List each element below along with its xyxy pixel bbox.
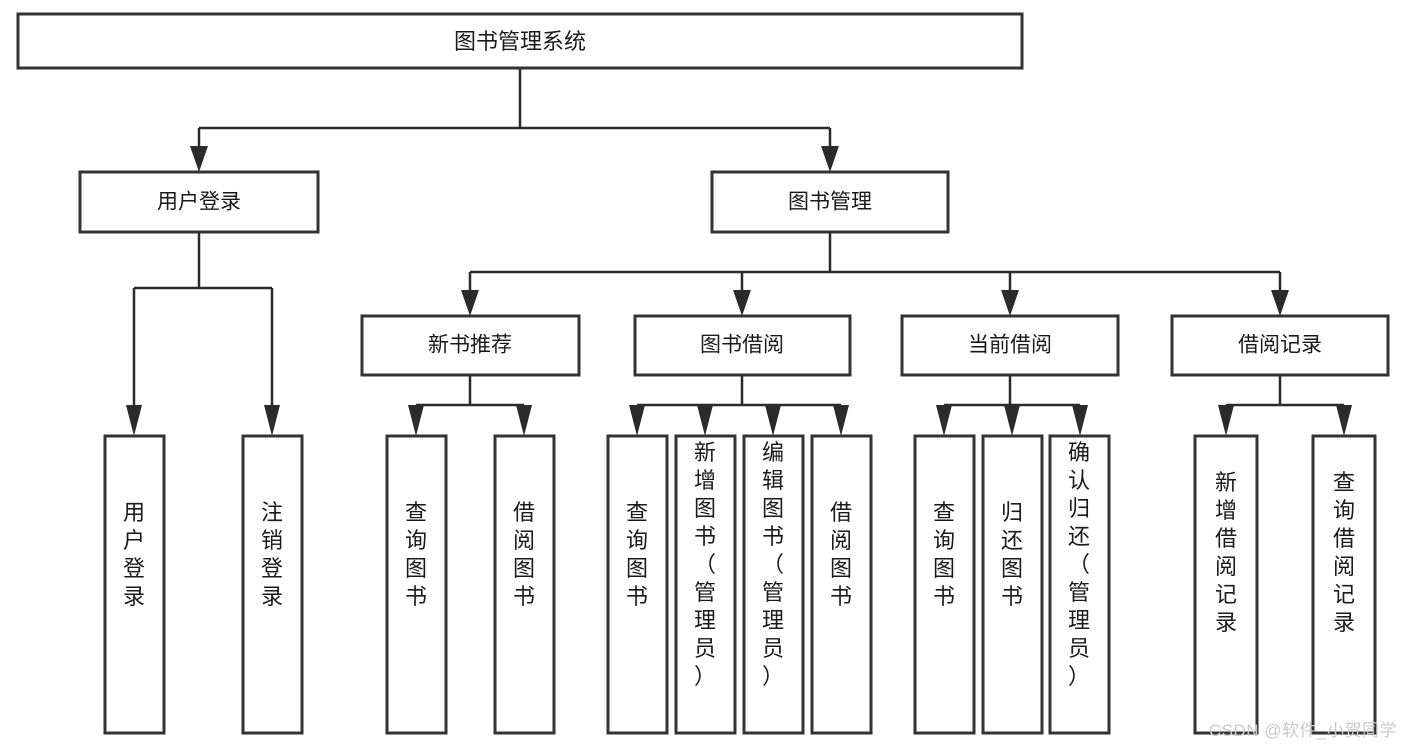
leaf-box[interactable] [1311,434,1377,735]
node-borrow-record-box[interactable] [1170,314,1390,377]
leaf-borrow-record-add[interactable]: 新增借阅记录 [1193,434,1259,735]
connector-group-current-borrow [936,375,1088,436]
leaf-new-book-borrow[interactable]: 借阅图书 [493,434,556,735]
leaf-box[interactable] [1048,434,1111,735]
leaf-label: 借阅图书 [830,500,852,609]
leaf-current-borrow-query[interactable]: 查询图书 [913,434,976,735]
leaf-label: 注销登录 [261,500,283,609]
leaf-book-borrow-edit[interactable]: 编辑图书（管理员） [742,434,805,735]
leaf-label: 借阅图书 [513,500,535,609]
node-book-borrow-label: 图书借阅 [700,334,784,357]
arrow-new-book-leaf-1 [408,405,424,436]
leaf-current-borrow-return[interactable]: 归还图书 [981,434,1044,735]
node-new-book-recommend-label: 新书推荐 [428,334,512,357]
connector-group-root [190,68,839,172]
arrow-root-to-book-manage [821,146,839,172]
arrow-bm-to-borrow-record [1271,290,1289,316]
arrow-current-borrow-leaf-3 [1072,405,1088,436]
node-user-login-label: 用户登录 [157,191,241,214]
leaf-label: 查询图书 [405,500,427,609]
connector-group-new-book [408,375,532,436]
leaf-box[interactable] [241,434,304,735]
leaf-box[interactable] [103,434,166,735]
leaf-label: 查询图书 [933,500,955,609]
node-new-book-recommend[interactable]: 新书推荐 [360,314,581,377]
node-root-box[interactable] [16,12,1024,70]
arrow-book-borrow-leaf-3 [765,405,781,436]
arrow-bm-to-new-book [461,290,479,316]
arrow-bm-to-book-borrow [733,290,751,316]
arrow-book-borrow-leaf-1 [629,405,645,436]
leaf-box[interactable] [385,434,448,735]
node-root[interactable]: 图书管理系统 [16,12,1024,70]
leaf-label: 归还图书 [1001,500,1023,609]
leaf-label: 新增图书（管理员） [694,440,716,689]
node-book-borrow[interactable]: 图书借阅 [633,314,852,377]
connector-group-user-login [126,232,280,436]
node-book-borrow-box[interactable] [633,314,852,377]
node-borrow-record[interactable]: 借阅记录 [1170,314,1390,377]
leaf-box[interactable] [981,434,1044,735]
leaf-label: 查询借阅记录 [1333,470,1355,635]
connector-group-book-borrow [629,375,849,436]
leaf-box[interactable] [742,434,805,735]
arrow-borrow-record-leaf-1 [1218,405,1234,436]
leaf-label: 确认归还（管理员） [1068,440,1090,689]
arrow-book-borrow-leaf-2 [697,405,713,436]
arrow-book-borrow-leaf-4 [833,405,849,436]
leaf-box[interactable] [493,434,556,735]
arrow-borrow-record-leaf-2 [1336,405,1352,436]
leaf-box[interactable] [1193,434,1259,735]
leaf-box[interactable] [606,434,669,735]
leaf-box[interactable] [810,434,873,735]
node-borrow-record-label: 借阅记录 [1238,334,1322,357]
leaf-box[interactable] [913,434,976,735]
node-book-manage-label: 图书管理 [788,191,872,214]
leaf-current-borrow-confirm[interactable]: 确认归还（管理员） [1048,434,1111,735]
leaf-borrow-record-query[interactable]: 查询借阅记录 [1311,434,1377,735]
node-root-label: 图书管理系统 [454,29,586,54]
arrow-user-login-leaf-2 [264,405,280,436]
arrow-root-to-user-login [190,146,208,172]
leaf-user-login-logout[interactable]: 注销登录 [241,434,304,735]
node-current-borrow-box[interactable] [900,314,1120,377]
leaf-box[interactable] [674,434,737,735]
leaf-new-book-query[interactable]: 查询图书 [385,434,448,735]
node-book-manage-box[interactable] [710,170,950,234]
leaf-book-borrow-add[interactable]: 新增图书（管理员） [674,434,737,735]
node-current-borrow-label: 当前借阅 [968,334,1052,357]
leaf-label: 新增借阅记录 [1215,470,1237,635]
node-user-login-box[interactable] [78,170,320,234]
node-book-manage[interactable]: 图书管理 [710,170,950,234]
leaf-label: 查询图书 [626,500,648,609]
arrow-current-borrow-leaf-2 [1004,405,1020,436]
leaf-book-borrow-lend[interactable]: 借阅图书 [810,434,873,735]
leaf-label: 编辑图书（管理员） [762,440,784,689]
arrow-bm-to-current-borrow [1001,290,1019,316]
connector-group-book-manage [461,232,1289,316]
connector-group-borrow-record [1218,375,1352,436]
leaf-book-borrow-query[interactable]: 查询图书 [606,434,669,735]
arrow-user-login-leaf-1 [126,405,142,436]
leaf-label: 用户登录 [123,500,145,609]
node-new-book-recommend-box[interactable] [360,314,581,377]
arrow-current-borrow-leaf-1 [936,405,952,436]
arrow-new-book-leaf-2 [516,405,532,436]
leaf-user-login-login[interactable]: 用户登录 [103,434,166,735]
node-user-login[interactable]: 用户登录 [78,170,320,234]
node-current-borrow[interactable]: 当前借阅 [900,314,1120,377]
